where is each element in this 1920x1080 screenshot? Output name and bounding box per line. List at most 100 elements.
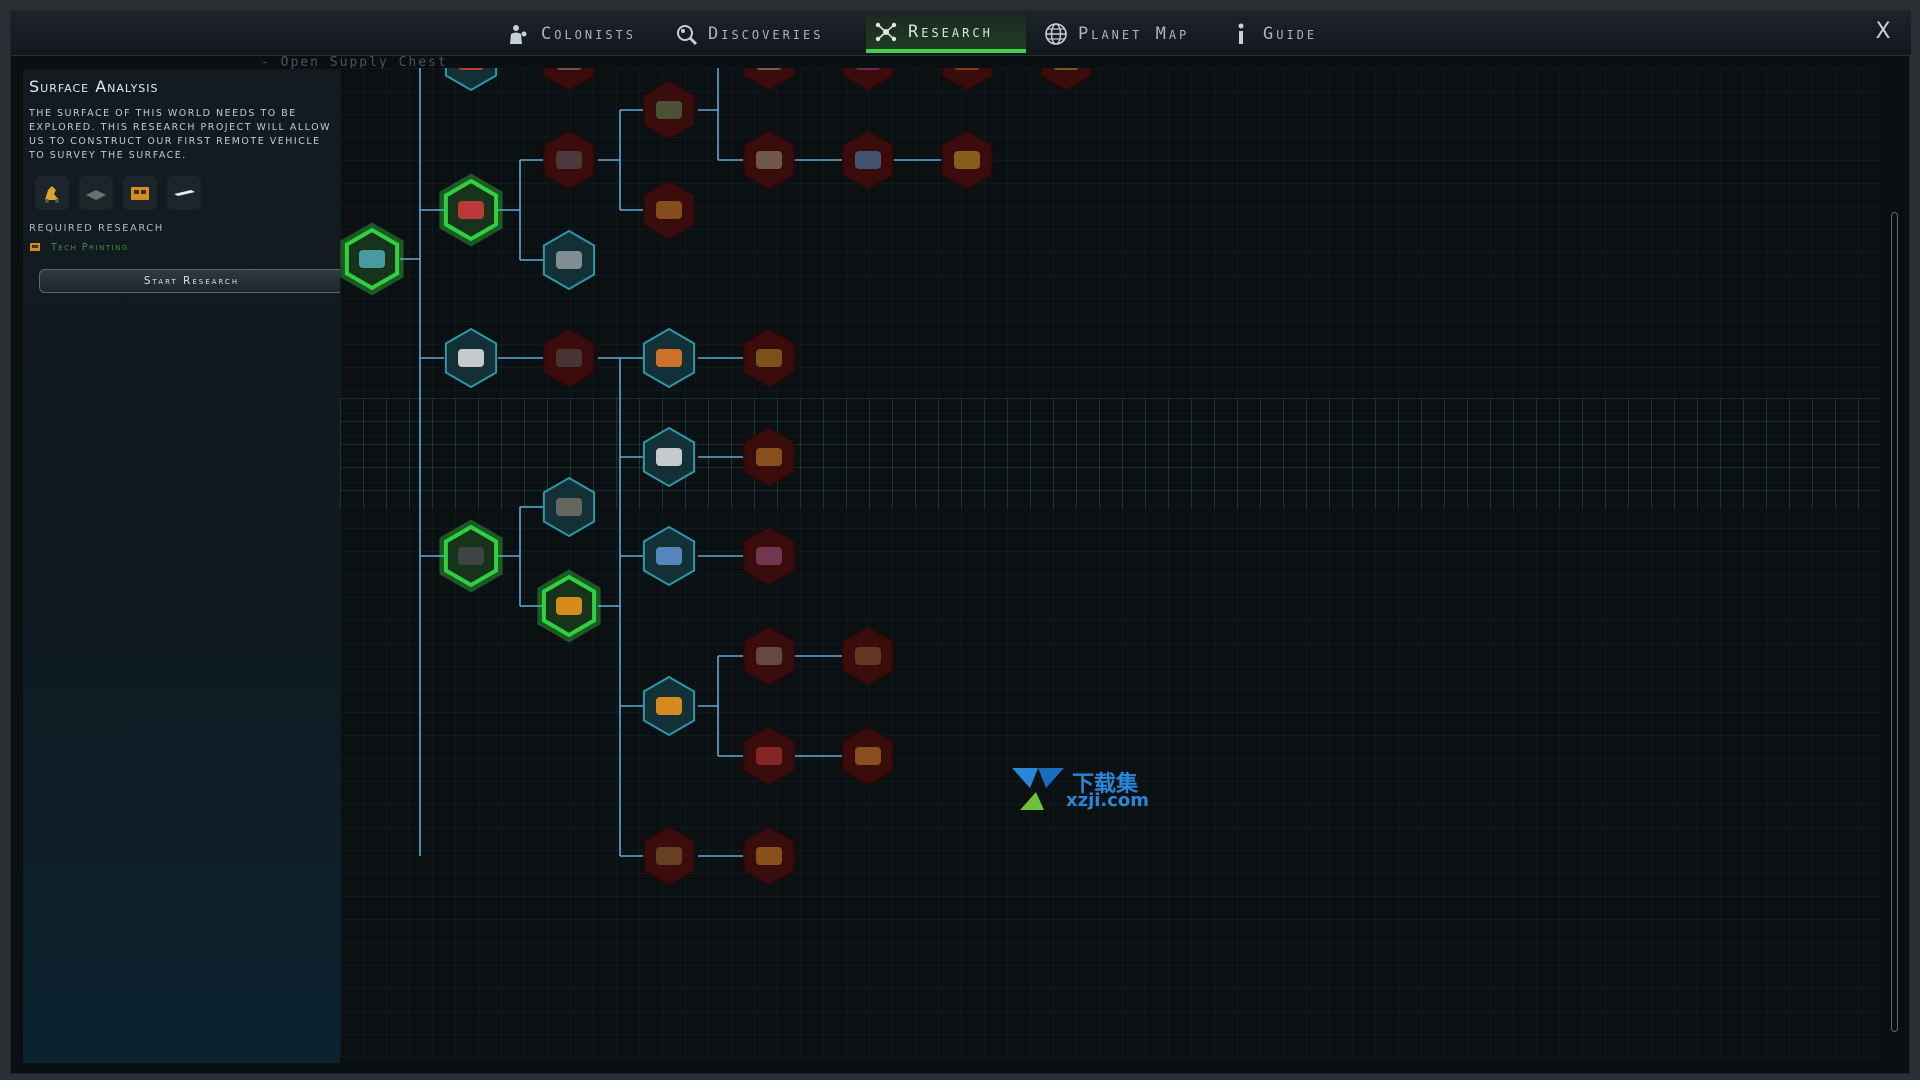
research-node-available[interactable] <box>642 675 696 737</box>
pad-icon[interactable] <box>79 176 113 210</box>
required-research-name: Tech Printing <box>51 241 129 253</box>
globe-icon <box>1045 23 1067 45</box>
item-icon <box>855 151 881 169</box>
watermark-logo <box>1012 768 1064 810</box>
research-details-panel: Surface Analysis The surface of this wor… <box>23 69 344 1063</box>
research-node-available[interactable] <box>542 229 596 291</box>
research-node-researched[interactable] <box>537 569 601 643</box>
item-icon <box>656 697 682 715</box>
colonists-icon <box>510 25 527 44</box>
research-node-researched[interactable] <box>340 222 404 296</box>
highlight-grid-band <box>340 398 1881 508</box>
tab-discoveries-label: Discoveries <box>708 24 824 44</box>
research-node-locked[interactable] <box>842 130 894 190</box>
item-icon <box>458 68 484 70</box>
research-node-locked[interactable] <box>743 68 795 91</box>
research-node-locked[interactable] <box>643 80 695 140</box>
item-icon <box>656 547 682 565</box>
item-icon <box>656 349 682 367</box>
item-icon <box>756 68 782 70</box>
item-icon <box>756 151 782 169</box>
item-icon <box>556 498 582 516</box>
start-research-button[interactable]: Start Research <box>39 269 344 293</box>
research-node-available[interactable] <box>444 68 498 92</box>
research-description: The surface of this world needs to be ex… <box>29 108 331 161</box>
research-node-available[interactable] <box>642 327 696 389</box>
item-icon <box>656 101 682 119</box>
research-node-locked[interactable] <box>543 68 595 91</box>
item-icon <box>756 647 782 665</box>
research-node-available[interactable] <box>642 426 696 488</box>
research-node-locked[interactable] <box>743 427 795 487</box>
research-node-available[interactable] <box>542 476 596 538</box>
research-node-locked[interactable] <box>842 726 894 786</box>
item-icon <box>656 201 682 219</box>
tab-guide[interactable]: Guide <box>1221 15 1325 53</box>
research-icon <box>875 22 897 42</box>
research-node-locked[interactable] <box>643 180 695 240</box>
watermark-text-cn: 下载集 <box>1072 772 1139 797</box>
research-node-locked[interactable] <box>941 130 993 190</box>
tab-planet-map-label: Planet Map <box>1078 24 1190 44</box>
research-tree <box>340 68 1881 1058</box>
tab-planet-map[interactable]: Planet Map <box>1036 15 1197 53</box>
research-node-locked[interactable] <box>1040 68 1092 91</box>
item-icon <box>756 847 782 865</box>
scrollbar-thumb[interactable] <box>1891 212 1898 1032</box>
research-node-locked[interactable] <box>543 328 595 388</box>
item-icon <box>954 68 980 70</box>
background-hint-text: - Open Supply Chest <box>261 55 448 70</box>
research-node-available[interactable] <box>642 525 696 587</box>
research-node-locked[interactable] <box>743 726 795 786</box>
watermark: 下载集 xzji.com <box>1010 766 1150 816</box>
close-button[interactable]: X <box>1875 19 1891 44</box>
research-node-locked[interactable] <box>543 130 595 190</box>
research-node-locked[interactable] <box>743 328 795 388</box>
research-node-locked[interactable] <box>842 68 894 91</box>
tech-printing-icon <box>30 243 40 251</box>
research-node-locked[interactable] <box>743 826 795 886</box>
item-icon <box>954 151 980 169</box>
crate-icon[interactable] <box>123 176 157 210</box>
research-node-researched[interactable] <box>439 173 503 247</box>
item-icon <box>556 349 582 367</box>
watermark-text-url: xzji.com <box>1066 790 1150 811</box>
tab-colonists[interactable]: Colonists <box>499 15 644 53</box>
research-node-available[interactable] <box>444 327 498 389</box>
tab-guide-label: Guide <box>1263 24 1318 44</box>
unlock-icons <box>35 176 201 210</box>
research-node-locked[interactable] <box>743 626 795 686</box>
tab-research-label: Research <box>908 22 993 42</box>
item-icon <box>458 201 484 219</box>
item-icon <box>756 448 782 466</box>
item-icon <box>556 151 582 169</box>
info-icon <box>1238 23 1244 44</box>
discoveries-icon <box>677 25 698 46</box>
research-node-researched[interactable] <box>439 519 503 593</box>
research-node-locked[interactable] <box>743 526 795 586</box>
item-icon <box>556 251 582 269</box>
plate-icon[interactable] <box>167 176 201 210</box>
required-research-label: Required Research <box>29 223 164 234</box>
item-icon <box>458 547 484 565</box>
research-node-locked[interactable] <box>842 626 894 686</box>
rover-icon[interactable] <box>35 176 69 210</box>
item-icon <box>656 847 682 865</box>
required-research-item[interactable]: Tech Printing <box>29 241 129 253</box>
item-icon <box>756 349 782 367</box>
item-icon <box>1053 68 1079 70</box>
tab-research[interactable]: Research <box>866 15 1026 53</box>
tree-graph <box>340 68 1092 886</box>
research-node-locked[interactable] <box>941 68 993 91</box>
item-icon <box>855 647 881 665</box>
top-nav-bar: Colonists Discoveries Research Planet Ma… <box>11 11 1911 56</box>
item-icon <box>458 349 484 367</box>
item-icon <box>359 250 385 268</box>
research-title: Surface Analysis <box>29 77 159 96</box>
research-node-locked[interactable] <box>743 130 795 190</box>
item-icon <box>656 448 682 466</box>
research-node-locked[interactable] <box>643 826 695 886</box>
tab-discoveries[interactable]: Discoveries <box>666 15 831 53</box>
item-icon <box>855 747 881 765</box>
item-icon <box>556 68 582 70</box>
